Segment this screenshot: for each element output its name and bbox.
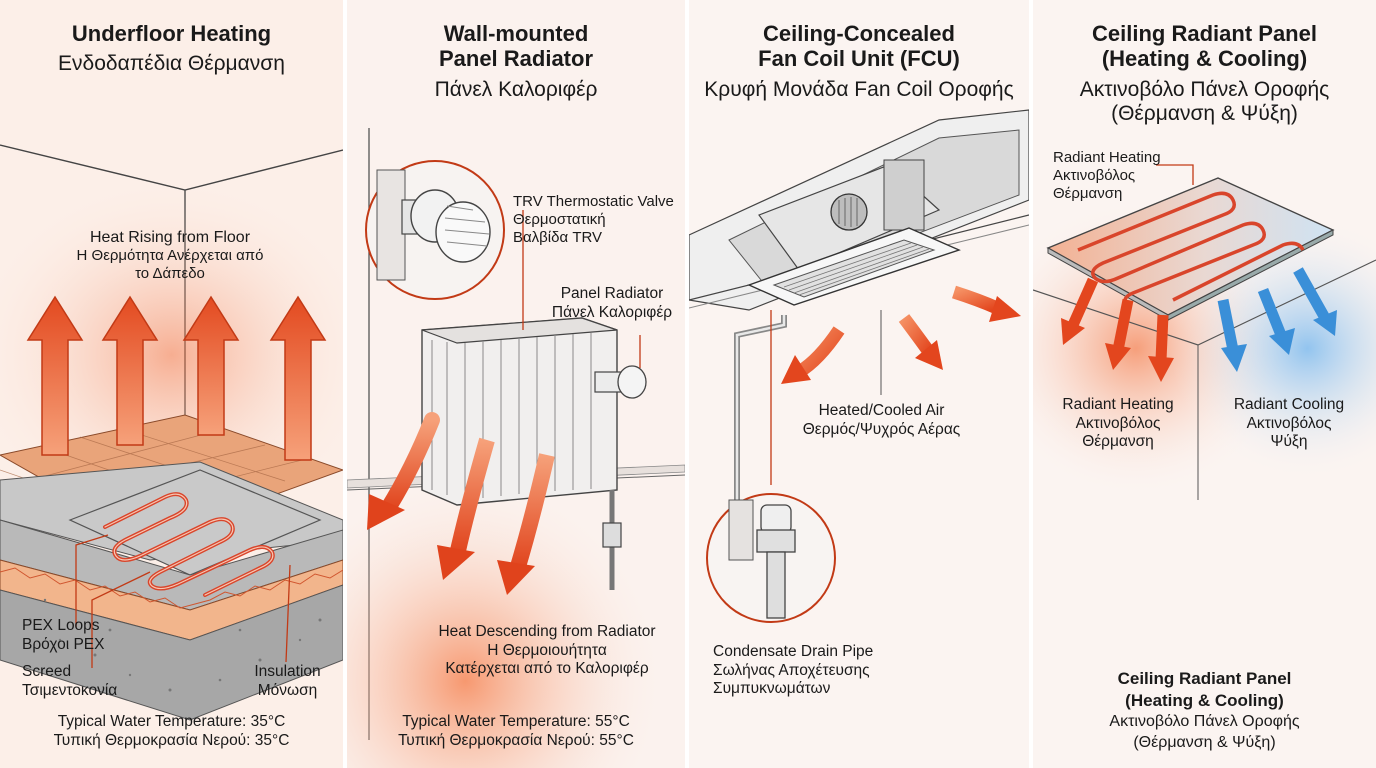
heat-descending-gr-1: Η Θερμοιουήτητα (487, 641, 607, 659)
panel-fan-coil-unit: Ceiling-Concealed Fan Coil Unit (FCU) Κρ… (689, 0, 1029, 768)
underfloor-title: Underfloor Heating (71, 21, 272, 46)
heat-rising-label-en: Heat Rising from Floor (89, 229, 251, 246)
heated-cooled-air-label: Heated/Cooled Air Θερμός/Ψυχρός Αέρας (789, 402, 974, 439)
panel-divider (1029, 0, 1033, 768)
rc-gr-2: Ψύξη (1270, 433, 1308, 451)
underfloor-temp-gr: Τυπική Θερμοκρασία Νερού: 35°C (53, 732, 290, 750)
radiant-panel-summary: Ceiling Radiant Panel (Heating & Cooling… (1033, 668, 1376, 754)
radiator-temp-gr: Τυπική Θερμοκρασία Νερού: 55°C (398, 732, 634, 750)
fcu-title: Ceiling-Concealed Fan Coil Unit (FCU) (689, 21, 1029, 71)
radiant-panel-title-greek: Ακτινοβόλο Πάνελ Οροφής (Θέρμανση & Ψύξη… (1033, 78, 1376, 125)
radiant-heating-arrows (1061, 277, 1174, 382)
panel-divider (685, 0, 689, 768)
panel-divider (343, 0, 347, 768)
pex-loops-label: PEX Loops Βρόχοι PEX (22, 617, 104, 654)
trv-valve-label: TRV Thermostatic Valve Θερμοστατική Βαλβ… (513, 193, 674, 247)
radiant-heating-top-label: Radiant Heating Ακτινοβόλος Θέρμανση (1053, 149, 1161, 203)
trv-gr-1: Θερμοστατική (513, 211, 606, 228)
fcu-title-greek: Κρυφή Μονάδα Fan Coil Οροφής (704, 78, 1014, 101)
rh-gr-2: Θέρμανση (1082, 433, 1154, 451)
drain-gr-2: Συμπυκνωμάτων (713, 680, 831, 698)
summary-gr-2: (Θέρμανση & Ψύξη) (1133, 733, 1276, 751)
screed-label: Screed Τσιμεντοκονία (22, 663, 117, 700)
fcu-illustration (689, 109, 1029, 623)
radiant-title-line-2: (Heating & Cooling) (1101, 45, 1308, 71)
drain-gr-1: Σωλήνας Αποχέτευσης (713, 661, 870, 679)
drain-zoom-circle (706, 493, 836, 623)
screed-en: Screed (22, 663, 72, 680)
fcu-title-line-1: Ceiling-Concealed (763, 21, 955, 46)
fcu-title-line-2: Fan Coil Unit (FCU) (758, 45, 960, 71)
underfloor-illustration (0, 144, 343, 721)
radiator-title-line-1: Wall-mounted (443, 21, 589, 46)
rh-en: Radiant Heating (1062, 396, 1174, 413)
radiant-title-gr-1: Ακτινοβόλο Πάνελ Οροφής (1079, 78, 1330, 101)
fan-coil-unit (747, 159, 961, 306)
trv-zoom-circle (365, 160, 505, 300)
radiant-heating-label: Radiant Heating Ακτινοβόλος Θέρμανση (1043, 396, 1193, 452)
trv-en: TRV Thermostatic Valve (513, 193, 674, 210)
panel-underfloor-heating: Underfloor Heating Ενδοδαπέδια Θέρμανση … (0, 0, 343, 768)
heat-rising-arrows (26, 295, 327, 461)
panel-radiator (421, 317, 647, 590)
underfloor-temp-en: Typical Water Temperature: 35°C (57, 713, 286, 730)
heat-rising-label-gr-1: Η Θερμότητα Ανέρχεται από (76, 247, 264, 265)
rh-top-gr-2: Θέρμανση (1053, 185, 1123, 202)
radiant-title-gr-2: (Θέρμανση & Ψύξη) (1111, 101, 1298, 125)
trv-gr-2: Βαλβίδα TRV (513, 229, 603, 246)
rh-gr-1: Ακτινοβόλος (1075, 414, 1161, 432)
drain-en: Condensate Drain Pipe (713, 643, 874, 660)
panel-wall-radiator: Wall-mounted Panel Radiator Πάνελ Καλορι… (347, 0, 685, 768)
radiator-water-temperature: Typical Water Temperature: 55°C Τυπική Θ… (347, 712, 685, 751)
radiant-panel-title: Ceiling Radiant Panel (Heating & Cooling… (1033, 21, 1376, 71)
underfloor-water-temperature: Typical Water Temperature: 35°C Τυπική Θ… (0, 712, 343, 751)
radiator-title-greek: Πάνελ Καλοριφέρ (434, 78, 598, 101)
ceiling-radiant-panel (1046, 177, 1335, 321)
insulation-label: Insulation Μόνωση (240, 663, 335, 700)
heat-rising-label-gr-2: το Δάπεδο (135, 265, 205, 283)
radiant-panel-illustration (1033, 164, 1376, 530)
screed-gr: Τσιμεντοκονία (22, 681, 118, 699)
rh-top-gr-1: Ακτινοβόλος (1053, 167, 1136, 184)
pex-loops-en: PEX Loops (22, 617, 100, 634)
rc-gr-1: Ακτινοβόλος (1246, 414, 1332, 432)
air-flow-arrows (781, 285, 1021, 384)
radiant-cooling-label: Radiant Cooling Ακτινοβόλος Ψύξη (1219, 396, 1359, 452)
radiator-title-line-2: Panel Radiator (438, 45, 594, 71)
heat-descending-arrows (367, 412, 555, 595)
panel-ceiling-radiant: Ceiling Radiant Panel (Heating & Cooling… (1033, 0, 1376, 768)
air-gr: Θερμός/Ψυχρός Αέρας (802, 420, 961, 438)
air-en: Heated/Cooled Air (818, 402, 945, 419)
heat-descending-label: Heat Descending from Radiator Η Θερμοιου… (407, 623, 685, 679)
heat-rising-label: Heat Rising from Floor Η Θερμότητα Ανέρχ… (40, 228, 300, 283)
heat-descending-gr-2: Κατέρχεται από το Καλοριφέρ (445, 660, 649, 678)
condensate-drain-label: Condensate Drain Pipe Σωλήνας Αποχέτευση… (713, 643, 873, 699)
heat-descending-en: Heat Descending from Radiator (438, 623, 656, 640)
radiant-cooling-arrows (1217, 267, 1337, 372)
radiant-title-line-1: Ceiling Radiant Panel (1092, 21, 1317, 46)
panel-radiator-label: Panel Radiator Πάνελ Καλοριφέρ (547, 285, 677, 322)
summary-en-1: Ceiling Radiant Panel (1117, 669, 1292, 688)
radiator-illustration (347, 128, 685, 768)
rh-top-en: Radiant Heating (1053, 149, 1161, 166)
pex-loops-gr: Βρόχοι PEX (22, 635, 105, 653)
panel-radiator-gr: Πάνελ Καλοριφέρ (551, 303, 673, 321)
radiator-title: Wall-mounted Panel Radiator (347, 21, 685, 71)
summary-gr-1: Ακτινοβόλο Πάνελ Οροφής (1109, 713, 1300, 731)
summary-en-2: (Heating & Cooling) (1125, 691, 1284, 711)
underfloor-title-greek: Ενδοδαπέδια Θέρμανση (58, 52, 285, 75)
insulation-en: Insulation (254, 663, 321, 680)
insulation-gr: Μόνωση (257, 681, 318, 699)
rc-en: Radiant Cooling (1233, 396, 1345, 413)
radiator-temp-en: Typical Water Temperature: 55°C (402, 713, 630, 730)
panel-radiator-en: Panel Radiator (560, 285, 664, 302)
